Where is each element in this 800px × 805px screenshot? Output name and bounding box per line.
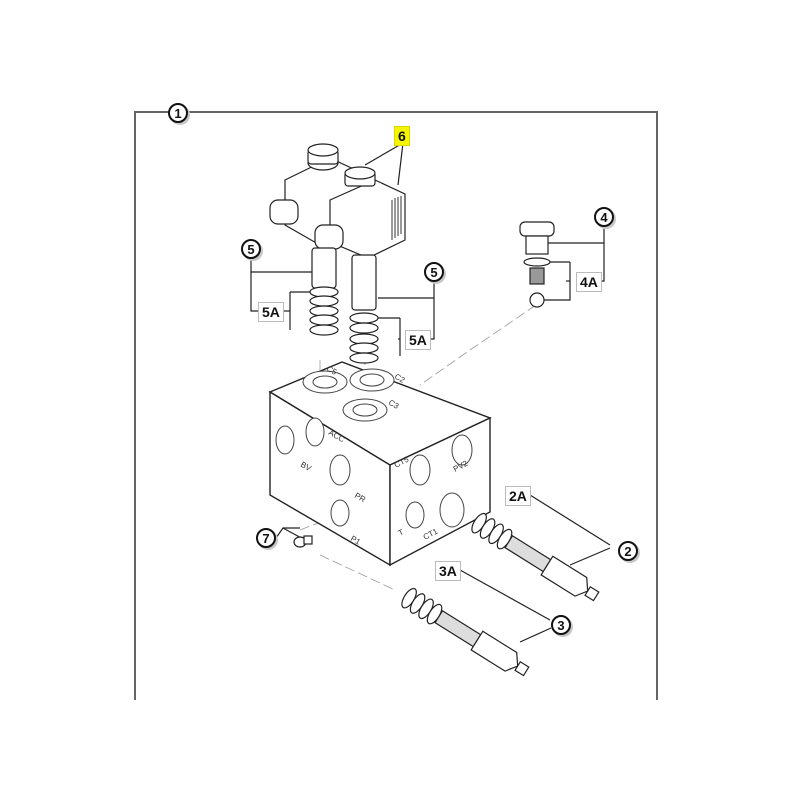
callout-2[interactable]: 2 xyxy=(618,541,638,561)
callout-5a-right[interactable]: 5A xyxy=(405,330,431,350)
callout-2a[interactable]: 2A xyxy=(505,486,531,506)
callout-5-right[interactable]: 5 xyxy=(424,262,444,282)
relief-cartridge-2 xyxy=(471,512,600,602)
solenoid-coil-front xyxy=(314,166,406,259)
callout-4[interactable]: 4 xyxy=(594,207,614,227)
callout-7[interactable]: 7 xyxy=(256,528,276,548)
callout-1[interactable]: 1 xyxy=(168,103,188,123)
callout-4a[interactable]: 4A xyxy=(576,272,602,292)
relief-cartridge-3 xyxy=(401,587,530,677)
svg-text:P1: P1 xyxy=(349,534,362,547)
svg-text:T: T xyxy=(397,527,406,537)
plug-assembly xyxy=(519,221,555,308)
cartridge-valve-left xyxy=(309,247,339,336)
callout-3[interactable]: 3 xyxy=(551,615,571,635)
leader-lines xyxy=(250,142,611,643)
manifold-ports xyxy=(275,368,473,529)
callout-5a-left[interactable]: 5A xyxy=(258,302,284,322)
assembly-frame xyxy=(134,111,658,700)
callout-5-left[interactable]: 5 xyxy=(241,239,261,259)
callout-3a[interactable]: 3A xyxy=(435,561,461,581)
cartridge-valve-right xyxy=(349,254,379,364)
callout-6-highlighted[interactable]: 6 xyxy=(394,126,410,146)
small-plug-7 xyxy=(293,535,313,548)
